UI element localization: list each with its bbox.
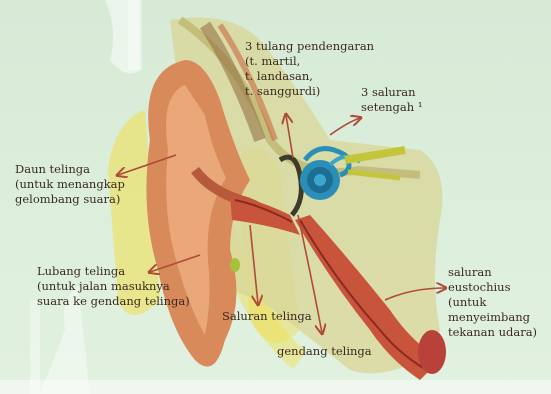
label-saluran-eustochius: saluran eustochius (untuk menyeimbang te…: [448, 265, 551, 340]
label-tulang-pendengaran: 3 tulang pendengaran (t. martil, t. land…: [245, 39, 374, 99]
label-lubang-telinga: Lubang telinga (untuk jalan masuknya sua…: [37, 264, 190, 309]
arrow-saluran3: [330, 118, 360, 135]
label-daun-telinga: Daun telinga (untuk menangkap gelombang …: [15, 162, 125, 207]
label-saluran-setengah: 3 saluran setengah ¹: [361, 85, 422, 115]
label-gendang-telinga: gendang telinga: [277, 344, 372, 359]
label-saluran-telinga: Saluran telinga: [222, 309, 312, 324]
